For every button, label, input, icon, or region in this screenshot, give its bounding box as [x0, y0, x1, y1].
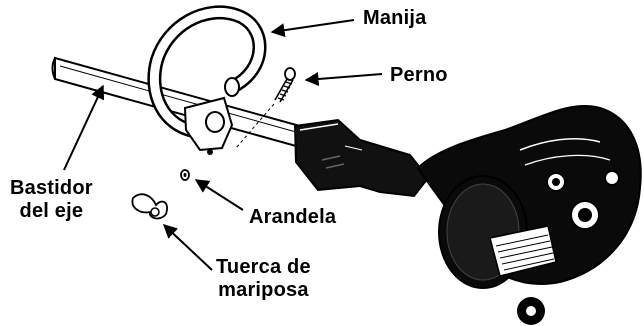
washer: [181, 170, 189, 180]
engine-housing: [418, 106, 641, 325]
label-bolt: Perno: [390, 64, 448, 87]
loop-handle: [154, 12, 259, 155]
arrow-shaft: [64, 86, 103, 170]
label-shaft-line1: Bastidor: [10, 177, 93, 200]
label-washer: Arandela: [249, 206, 336, 229]
label-shaft-housing: Bastidor del eje: [10, 177, 93, 223]
shaft-tube: [53, 58, 301, 146]
throttle-grip: [295, 120, 428, 196]
arrow-bolt: [306, 74, 382, 80]
wing-nut: [132, 194, 167, 218]
label-handle: Manija: [363, 7, 426, 30]
label-shaft-line2: del eje: [10, 200, 93, 223]
arrow-washer: [196, 180, 243, 210]
label-wingnut-line2: mariposa: [216, 279, 311, 302]
label-wing-nut: Tuerca de mariposa: [216, 256, 311, 302]
arrow-handle: [272, 20, 354, 32]
label-wingnut-line1: Tuerca de: [216, 256, 311, 279]
arrow-wingnut: [164, 225, 212, 270]
